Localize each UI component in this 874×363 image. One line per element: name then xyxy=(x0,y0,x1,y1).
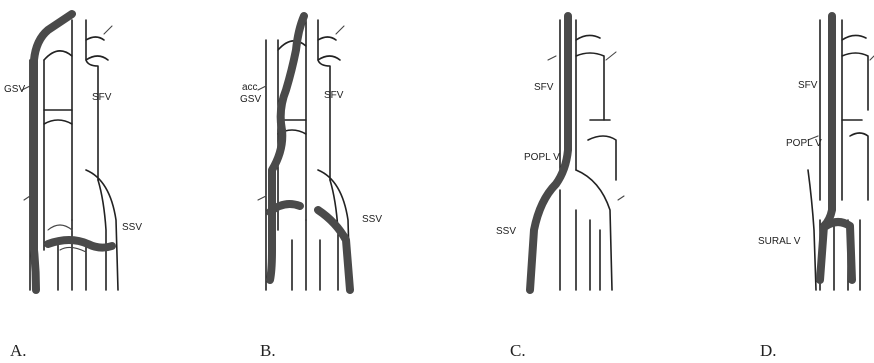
panel-b: acc GSV SFV SSV B. xyxy=(240,16,382,360)
panel-c: SFV POPL V SSV C. xyxy=(496,16,624,360)
label-popl-v: POPL V xyxy=(524,152,560,163)
panel-d-vein-outline xyxy=(808,20,874,290)
panel-a: GSV SFV SSV A. xyxy=(4,14,142,360)
panel-a-reflux-gsv xyxy=(34,14,72,290)
panel-b-caption: B. xyxy=(260,341,276,360)
label-sural-v: SURAL V xyxy=(758,236,801,247)
label-ssv: SSV xyxy=(496,226,516,237)
label-gsv: GSV xyxy=(4,84,25,95)
panel-d-reflux-sural xyxy=(826,222,852,280)
panel-b-reflux-perforator-2 xyxy=(318,210,350,290)
label-sfv: SFV xyxy=(798,80,818,91)
label-sfv: SFV xyxy=(324,90,344,101)
panel-a-caption: A. xyxy=(10,341,27,360)
label-sfv: SFV xyxy=(92,92,112,103)
panel-d-reflux-popliteal xyxy=(820,16,832,280)
label-sfv: SFV xyxy=(534,82,554,93)
label-acc-gsv: GSV xyxy=(240,94,261,105)
panel-d: SFV POPL V SURAL V D. xyxy=(758,16,874,360)
label-acc: acc xyxy=(242,82,258,93)
panel-c-caption: C. xyxy=(510,341,526,360)
panel-d-caption: D. xyxy=(760,341,777,360)
panel-b-reflux-perforator-1 xyxy=(270,204,300,212)
label-ssv: SSV xyxy=(122,222,142,233)
label-popl-v: POPL V xyxy=(786,138,822,149)
label-ssv: SSV xyxy=(362,214,382,225)
panel-b-reflux-acc-gsv xyxy=(270,16,304,280)
